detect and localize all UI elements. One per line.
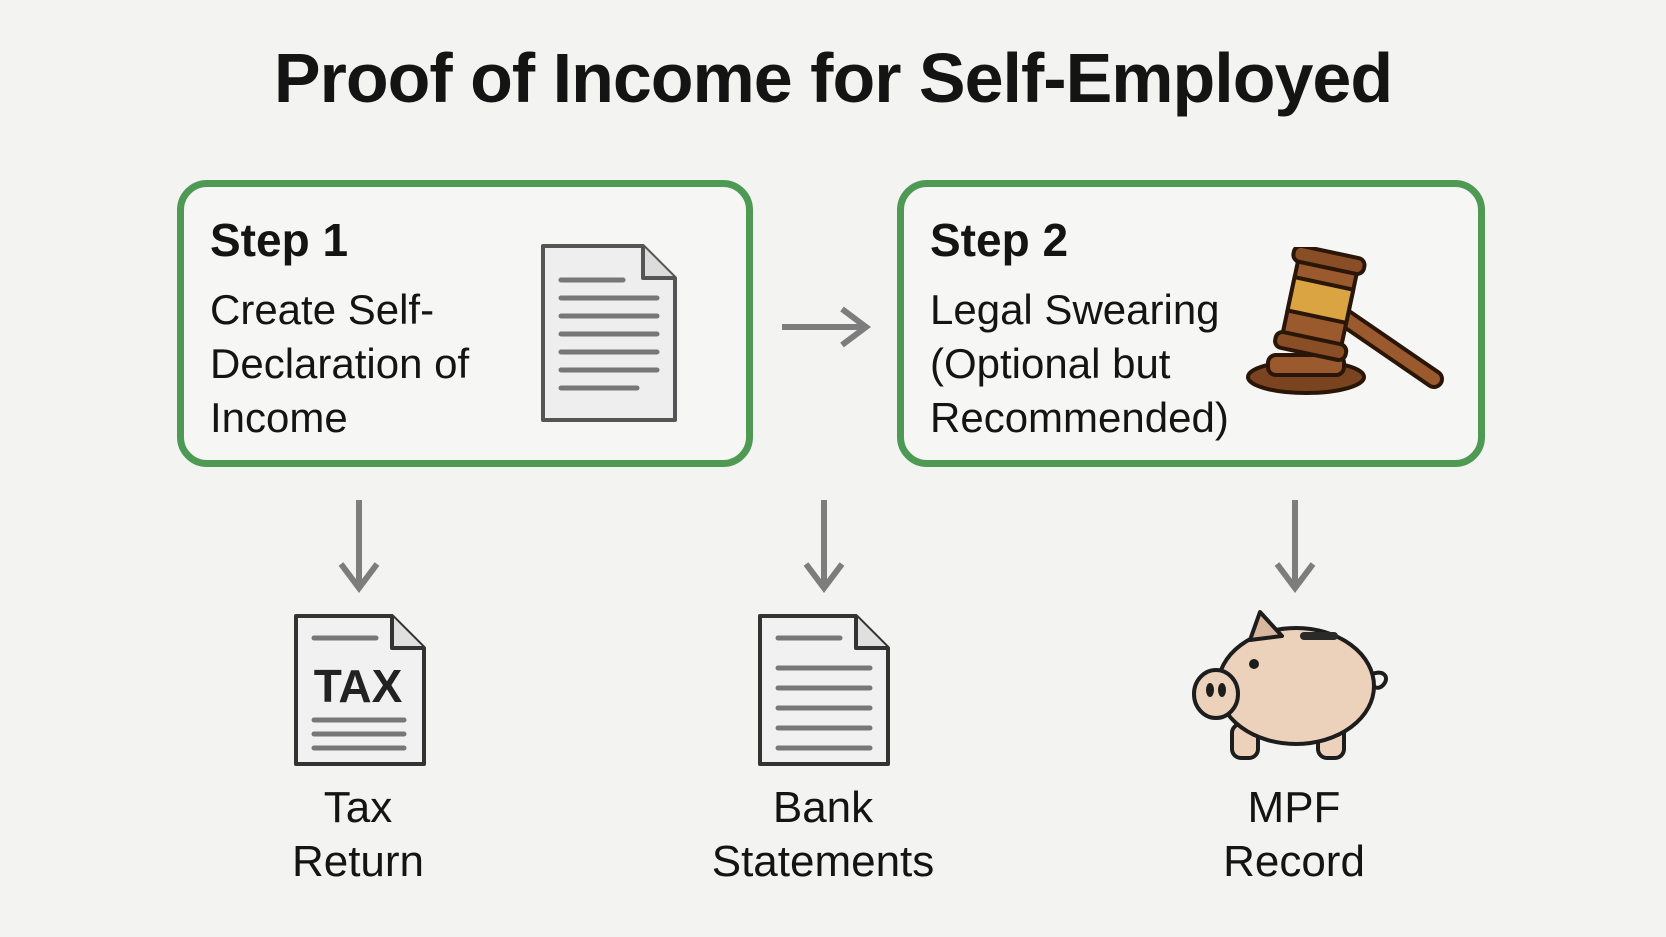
arrow-down-icon xyxy=(338,500,380,593)
step-2-text: Legal Swearing (Optional but Recommended… xyxy=(930,286,1229,441)
arrow-right-icon xyxy=(782,306,871,348)
output-label-mpf-record: MPF Record xyxy=(1144,781,1444,889)
document-icon xyxy=(541,244,677,422)
step-2-box: Step 2 Legal Swearing (Optional but Reco… xyxy=(897,180,1485,467)
output-label-bank-statements: Bank Statements xyxy=(673,781,973,889)
page-title: Proof of Income for Self-Employed xyxy=(273,39,1393,117)
piggy-bank-icon xyxy=(1192,610,1388,760)
step-1-heading: Step 1 xyxy=(210,214,349,266)
output-line-1: MPF xyxy=(1247,783,1341,832)
output-line-1: Tax xyxy=(323,783,393,832)
arrow-down-icon xyxy=(1274,500,1316,593)
arrow-down-icon xyxy=(803,500,845,593)
document-icon xyxy=(758,614,890,766)
output-line-2: Statements xyxy=(711,837,935,886)
step-1-box: Step 1 Create Self-Declaration of Income xyxy=(177,180,753,467)
output-label-tax-return: Tax Return xyxy=(208,781,508,889)
output-line-1: Bank xyxy=(772,783,874,832)
output-line-2: Record xyxy=(1223,837,1365,886)
tax-document-icon: TAX xyxy=(294,614,426,766)
output-line-2: Return xyxy=(291,837,425,886)
step-2-heading: Step 2 xyxy=(930,214,1069,266)
tax-label-text: TAX xyxy=(314,660,403,712)
gavel-icon xyxy=(1246,247,1444,395)
step-1-text: Create Self-Declaration of Income xyxy=(210,286,470,441)
